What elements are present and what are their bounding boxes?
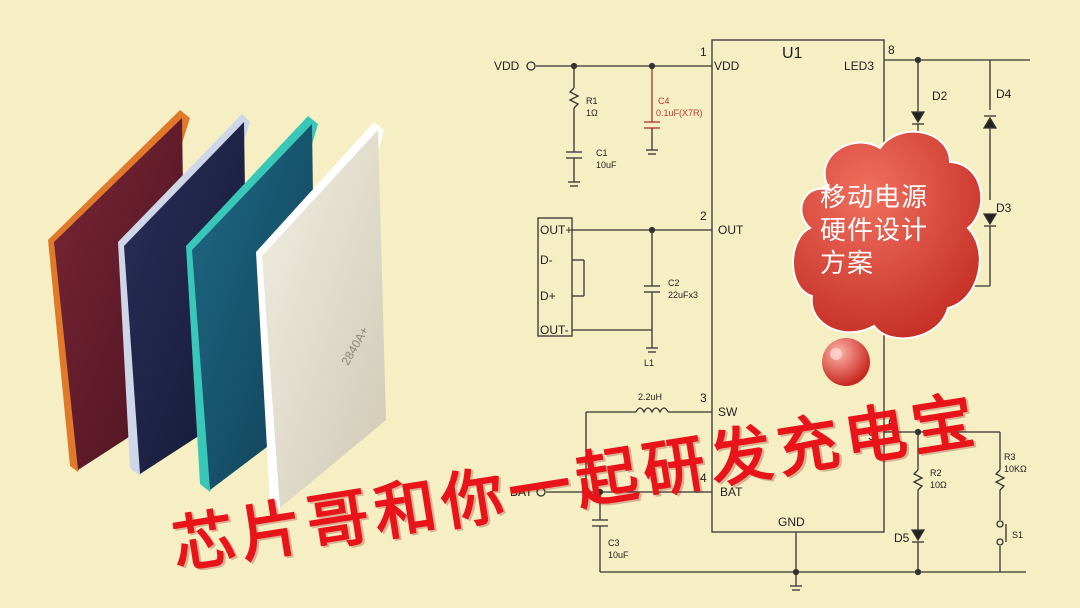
- powerbank-products: 2840A+: [48, 110, 386, 510]
- pin-s: S: [868, 429, 876, 443]
- net-vdd-label: VDD: [494, 59, 520, 73]
- pin-bat: BAT: [720, 485, 743, 499]
- c4-ref: C4: [658, 96, 670, 106]
- pin-1-num: 1: [700, 45, 707, 59]
- cloud-line-1: 移动电源: [820, 183, 929, 213]
- r1-val: 1Ω: [586, 108, 598, 118]
- r3-val: 10KΩ: [1004, 464, 1027, 474]
- ic-name: U1: [782, 45, 803, 62]
- pin-8-num: 8: [888, 43, 895, 57]
- pin-led3: LED3: [844, 59, 874, 73]
- pin-gnd: GND: [778, 515, 805, 529]
- pin-sw: SW: [718, 405, 738, 419]
- usb-out-minus: OUT-: [540, 323, 569, 337]
- pin-5-num: 5: [888, 417, 895, 431]
- c2-ref: C2: [668, 278, 680, 288]
- pin-out: OUT: [718, 223, 744, 237]
- net-bat-label: BAT: [510, 485, 533, 499]
- s1-label: S1: [1012, 530, 1023, 540]
- usb-d-minus: D-: [540, 253, 553, 267]
- c1-ref: C1: [596, 148, 608, 158]
- pin-3-num: 3: [700, 391, 707, 405]
- r1-ref: R1: [586, 96, 598, 106]
- c4-val: 0.1uF(X7R): [656, 108, 703, 118]
- usb-d-plus: D+: [540, 289, 556, 303]
- c3-ref: C3: [608, 538, 620, 548]
- c2-val: 22uFx3: [668, 290, 698, 300]
- cloud-line-2: 硬件设计: [820, 216, 929, 246]
- usb-out-plus: OUT+: [540, 223, 572, 237]
- d5-label: D5: [894, 531, 910, 545]
- d3-label: D3: [996, 201, 1012, 215]
- pin-4-num: 4: [700, 471, 707, 485]
- cloud-caption: 移动电源 硬件设计 方案: [820, 182, 970, 281]
- cloud-callout: [792, 130, 983, 386]
- r2-ref: R2: [930, 468, 942, 478]
- cloud-line-3: 方案: [820, 249, 875, 279]
- c1-val: 10uF: [596, 160, 617, 170]
- pin-2-num: 2: [700, 209, 707, 223]
- c3-val: 10uF: [608, 550, 629, 560]
- r3-ref: R3: [1004, 452, 1016, 462]
- powerbank-cream: 2840A+: [256, 122, 386, 510]
- d4-label: D4: [996, 87, 1012, 101]
- l1-ref: L1: [644, 358, 654, 368]
- inductor-val: 2.2uH: [638, 392, 662, 402]
- pin-vdd: VDD: [714, 59, 740, 73]
- d2-label: D2: [932, 89, 948, 103]
- r2-val: 10Ω: [930, 480, 947, 490]
